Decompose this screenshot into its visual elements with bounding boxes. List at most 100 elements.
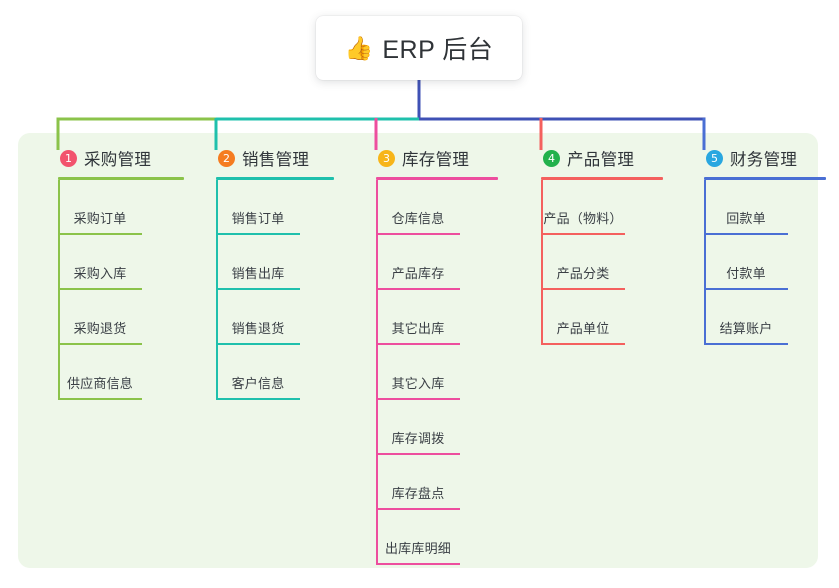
leaf-node-label: 采购退货 [73,321,127,336]
branch-column-5: 5 财务管理回款单付款单结算账户 [684,146,826,345]
branch-header-1[interactable]: 1 采购管理 [38,146,184,170]
leaf-node[interactable]: 采购入库 [38,235,184,290]
leaf-node-underline [376,343,460,345]
leaf-node[interactable]: 销售退货 [196,290,334,345]
leaf-node-underline [58,398,142,400]
branch-item-list: 回款单付款单结算账户 [684,180,826,345]
leaf-node-underline [376,508,460,510]
leaf-node-label: 库存调拨 [391,431,445,446]
leaf-node[interactable]: 其它入库 [356,345,498,400]
leaf-node[interactable]: 库存调拨 [356,400,498,455]
branch-column-3: 3 库存管理仓库信息产品库存其它出库其它入库库存调拨库存盘点出库库明细 [356,146,498,565]
branch-column-1: 1 采购管理采购订单采购入库采购退货供应商信息 [38,146,184,400]
branch-title: 库存管理 [402,151,470,169]
leaf-node-label: 结算账户 [719,321,773,336]
branch-title: 采购管理 [84,151,152,169]
leaf-node-label: 产品库存 [391,266,445,281]
leaf-node-underline [58,343,142,345]
leaf-node-label: 回款单 [726,211,766,226]
leaf-node[interactable]: 产品库存 [356,235,498,290]
leaf-node-underline [216,233,300,235]
branch-underline [704,177,826,180]
leaf-node[interactable]: 出库库明细 [356,510,498,565]
root-node-label: ERP 后台 [382,36,494,64]
leaf-node[interactable]: 产品（物料） [521,180,663,235]
leaf-node-label: 产品分类 [556,266,610,281]
leaf-node-underline [58,288,142,290]
leaf-node[interactable]: 库存盘点 [356,455,498,510]
leaf-node-label: 产品单位 [556,321,610,336]
leaf-node-underline [376,233,460,235]
leaf-node-label: 库存盘点 [391,486,445,501]
leaf-node-underline [704,288,788,290]
leaf-node-underline [216,398,300,400]
branch-header-3[interactable]: 3 库存管理 [356,146,498,170]
branch-underline [541,177,663,180]
leaf-node-underline [376,398,460,400]
leaf-node-label: 仓库信息 [391,211,445,226]
leaf-node[interactable]: 产品分类 [521,235,663,290]
leaf-node-label: 销售订单 [231,211,285,226]
leaf-node-label: 供应商信息 [66,376,133,391]
leaf-node-label: 销售出库 [231,266,285,281]
branch-item-list: 仓库信息产品库存其它出库其它入库库存调拨库存盘点出库库明细 [356,180,498,565]
leaf-node[interactable]: 供应商信息 [38,345,184,400]
branch-spine [704,180,706,345]
leaf-node[interactable]: 客户信息 [196,345,334,400]
branch-number-badge: 5 [706,149,723,167]
branch-number-badge: 3 [378,149,395,167]
branch-spine [58,180,60,400]
leaf-node-underline [541,288,625,290]
leaf-node-label: 客户信息 [231,376,285,391]
leaf-node-underline [58,233,142,235]
branch-item-list: 销售订单销售出库销售退货客户信息 [196,180,334,400]
leaf-node[interactable]: 采购退货 [38,290,184,345]
leaf-node-label: 出库库明细 [384,541,451,556]
leaf-node-underline [704,233,788,235]
leaf-node[interactable]: 产品单位 [521,290,663,345]
branch-column-4: 4 产品管理产品（物料） 产品分类产品单位 [521,146,663,345]
branch-item-list: 采购订单采购入库采购退货供应商信息 [38,180,184,400]
thumbs-up-icon: 👍 [344,34,374,61]
leaf-node-label: 产品（物料） [543,211,623,226]
branch-number-badge: 4 [543,149,560,167]
leaf-node-label: 付款单 [726,266,766,281]
leaf-node-label: 销售退货 [231,321,285,336]
diagram-panel [18,133,818,568]
branch-title: 产品管理 [567,151,635,169]
leaf-node[interactable]: 销售订单 [196,180,334,235]
leaf-node-label: 其它入库 [391,376,445,391]
leaf-node[interactable]: 回款单 [684,180,826,235]
branch-underline [216,177,334,180]
leaf-node-underline [376,453,460,455]
branch-title: 销售管理 [242,151,310,169]
leaf-node[interactable]: 采购订单 [38,180,184,235]
leaf-node[interactable]: 其它出库 [356,290,498,345]
leaf-node-label: 采购订单 [73,211,127,226]
leaf-node-underline [541,343,625,345]
branch-header-5[interactable]: 5 财务管理 [684,146,826,170]
leaf-node[interactable]: 仓库信息 [356,180,498,235]
branch-column-2: 2 销售管理销售订单销售出库销售退货客户信息 [196,146,334,400]
leaf-node-underline [376,563,460,565]
branch-header-2[interactable]: 2 销售管理 [196,146,334,170]
branch-number-badge: 1 [60,149,77,167]
leaf-node[interactable]: 结算账户 [684,290,826,345]
leaf-node-underline [704,343,788,345]
leaf-node[interactable]: 付款单 [684,235,826,290]
branch-spine [541,180,543,345]
leaf-node-underline [216,288,300,290]
root-node-erp[interactable]: 👍 ERP 后台 [316,16,522,80]
leaf-node-underline [376,288,460,290]
branch-item-list: 产品（物料） 产品分类产品单位 [521,180,663,345]
branch-underline [58,177,184,180]
branch-title: 财务管理 [730,151,798,169]
leaf-node-underline [541,233,625,235]
leaf-node-label: 采购入库 [73,266,127,281]
branch-header-4[interactable]: 4 产品管理 [521,146,663,170]
branch-spine [216,180,218,400]
leaf-node[interactable]: 销售出库 [196,235,334,290]
branch-number-badge: 2 [218,149,235,167]
branch-underline [376,177,498,180]
